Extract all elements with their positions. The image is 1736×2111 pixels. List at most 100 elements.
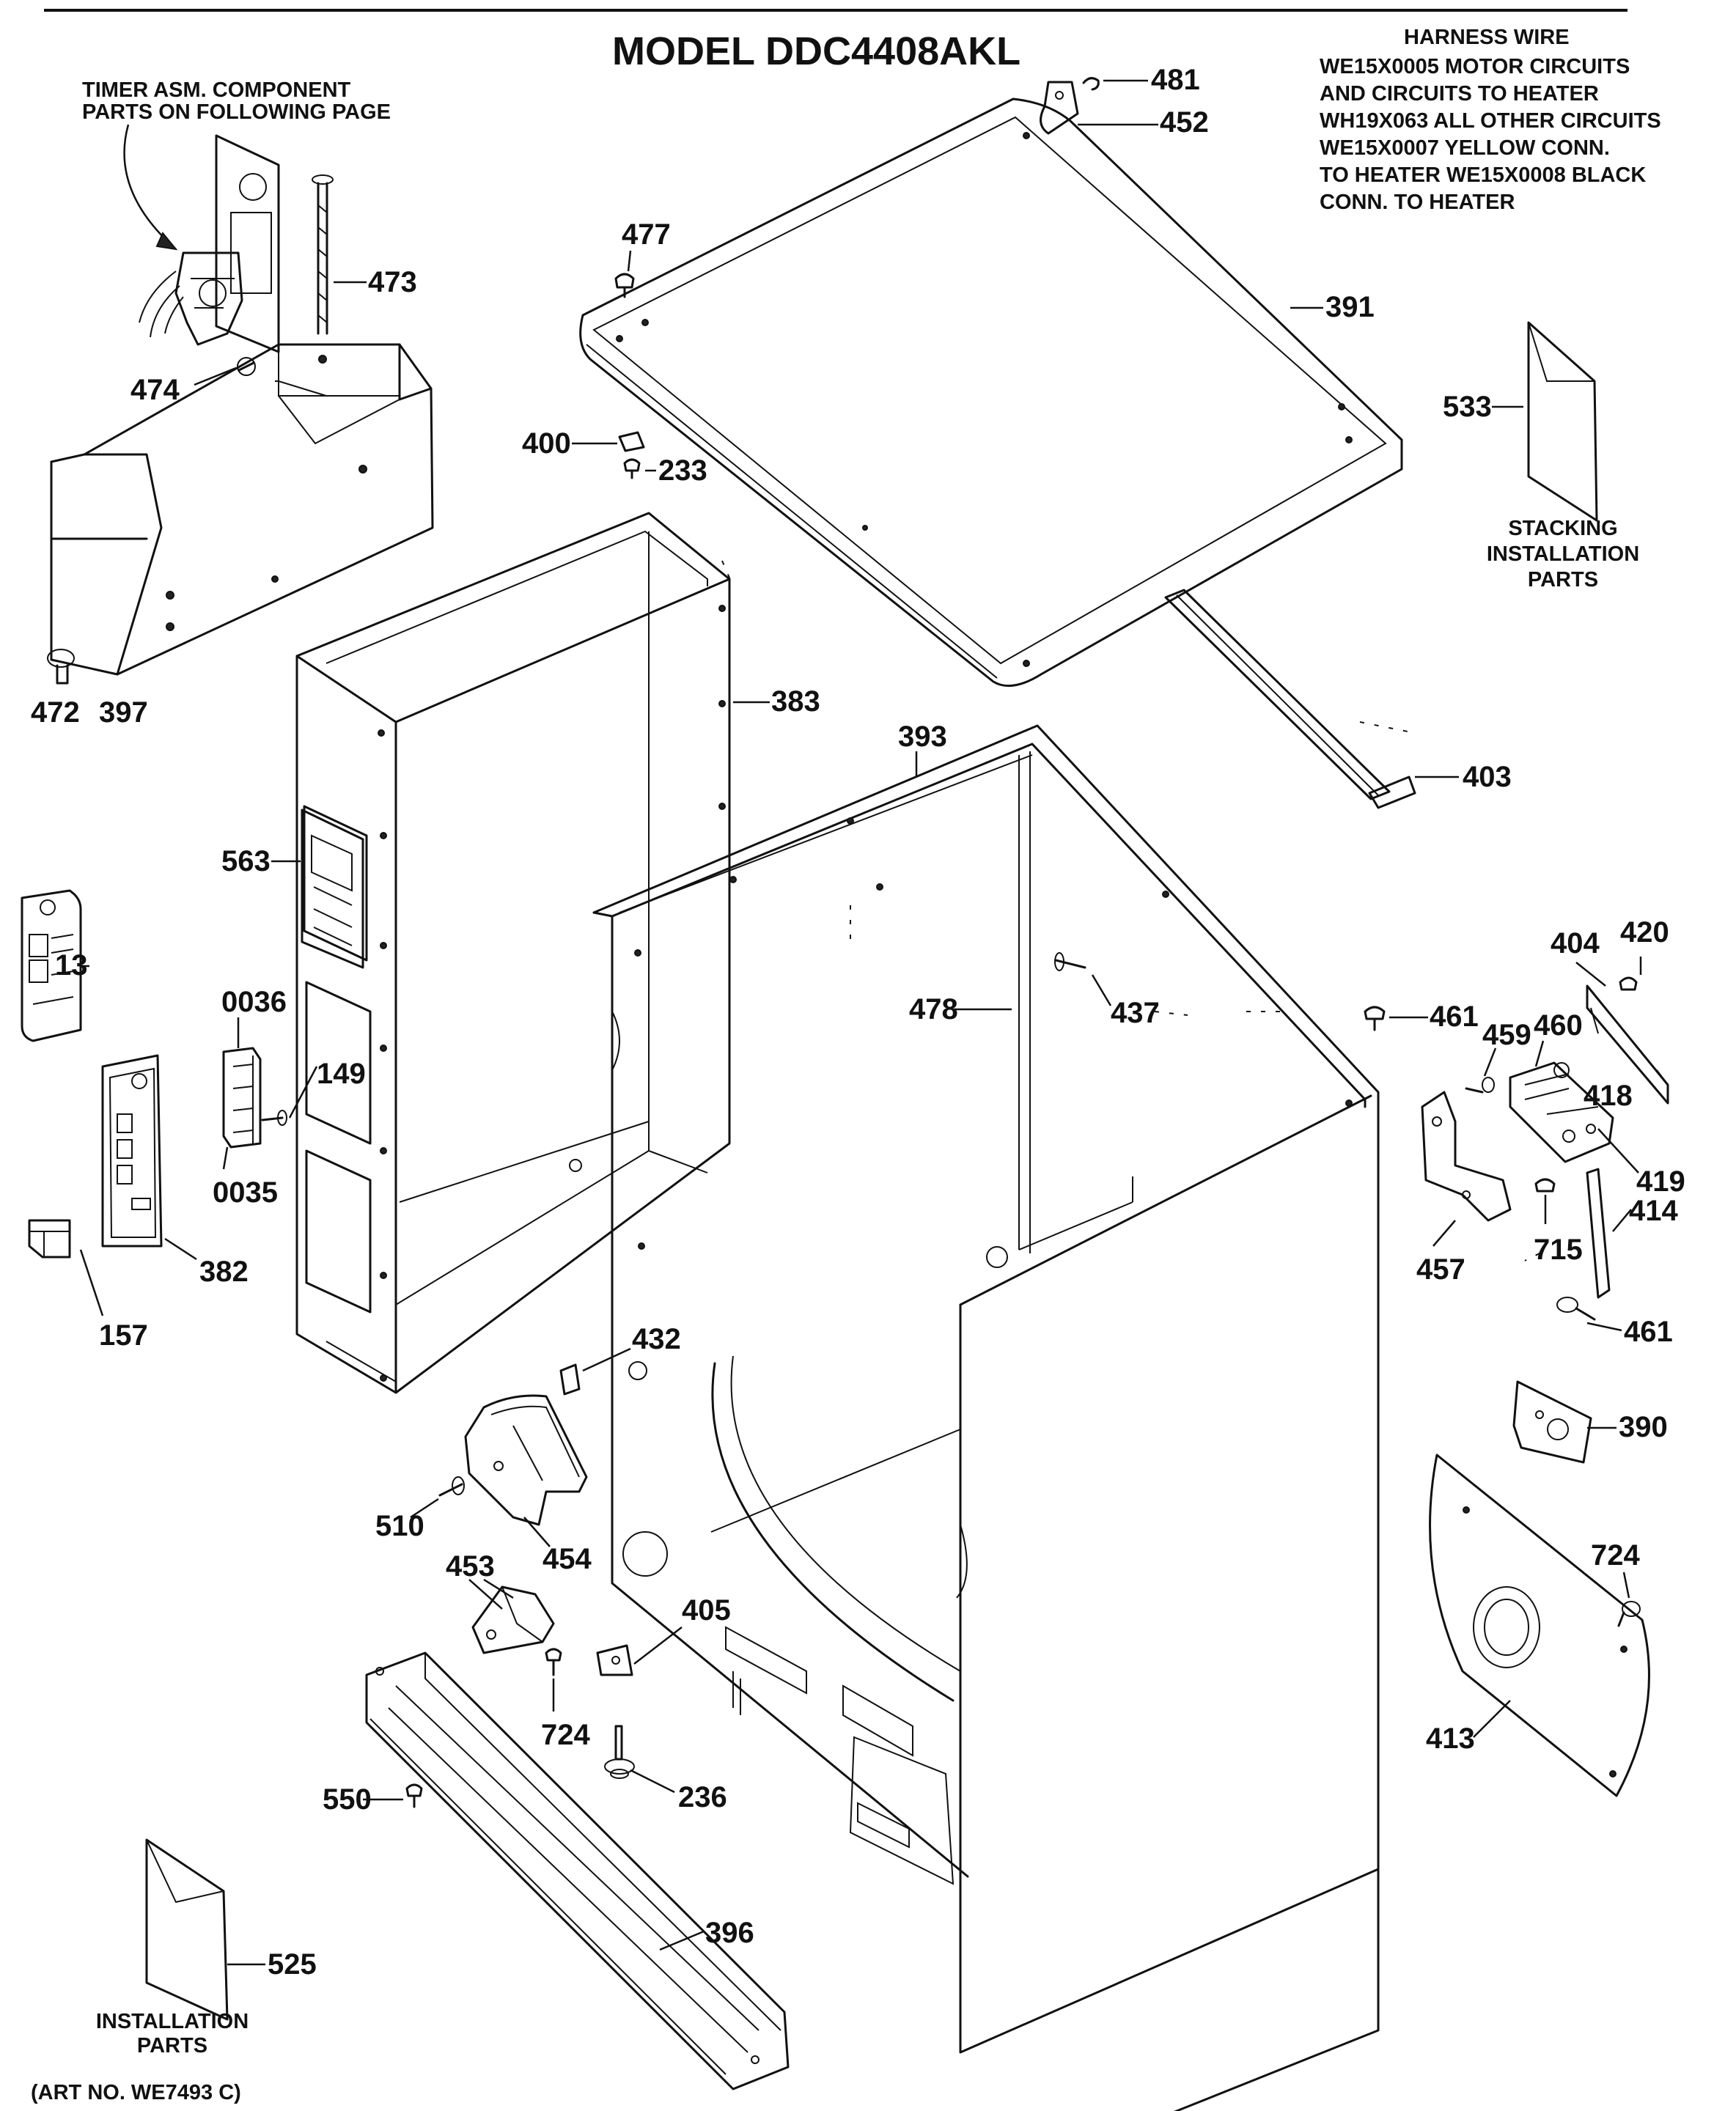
- leader-454: [523, 1517, 551, 1547]
- part-label: 461: [1624, 1316, 1673, 1348]
- timer-note-line-2: PARTS ON FOLLOWING PAGE: [82, 100, 391, 124]
- top-panel-391: [579, 97, 1403, 688]
- timer-note-arrow: [123, 124, 177, 250]
- part-label: 419: [1636, 1165, 1685, 1198]
- part-label: 393: [898, 721, 947, 753]
- harness-note-line-7: CONN. TO HEATER: [1320, 191, 1515, 214]
- control-decal-13: [21, 889, 82, 1042]
- harness-note-line-2: WE15X0005 MOTOR CIRCUITS: [1320, 55, 1630, 78]
- part-label: 403: [1463, 761, 1512, 793]
- leader-510: [410, 1497, 439, 1519]
- installation-note: INSTALLATION PARTS: [96, 2010, 249, 2057]
- part-label: 563: [221, 845, 271, 877]
- clip-400: [618, 431, 645, 452]
- timer-note: TIMER ASM. COMPONENT PARTS ON FOLLOWING …: [82, 78, 391, 124]
- screw-420: [1619, 976, 1638, 991]
- leader-460: [1534, 1040, 1545, 1067]
- screw-437: [1054, 952, 1086, 971]
- installation-note-line-2: PARTS: [137, 2034, 207, 2057]
- clip-432: [559, 1363, 581, 1396]
- part-label: 396: [705, 1917, 754, 1949]
- nameplate-563: [301, 808, 364, 969]
- part-label: 397: [99, 696, 148, 729]
- leader-453: [468, 1578, 514, 1610]
- leader-461-lower: [1586, 1322, 1622, 1332]
- part-label: 149: [317, 1058, 366, 1090]
- part-label: 724: [541, 1719, 590, 1751]
- part-label: 236: [678, 1781, 727, 1813]
- hinge-453: [471, 1585, 555, 1654]
- screw-461-lower: [1556, 1297, 1596, 1321]
- leader-437: [1091, 974, 1112, 1006]
- toe-kick-396: [365, 1651, 790, 2090]
- stacking-parts-bag: [1527, 321, 1598, 522]
- installation-parts-bag: [145, 1838, 229, 2021]
- harness-note-line-4: WH19X063 ALL OTHER CIRCUITS: [1320, 109, 1661, 133]
- leader-419: [1597, 1128, 1639, 1174]
- rear-panel-413: [1429, 1454, 1650, 1797]
- timer-assembly: [139, 251, 243, 346]
- part-label: 0035: [213, 1176, 278, 1209]
- leader-404: [1575, 962, 1606, 987]
- part-label: 453: [446, 1550, 495, 1583]
- installation-note-line-1: INSTALLATION: [96, 2010, 249, 2033]
- harness-note-line-3: AND CIRCUITS TO HEATER: [1320, 82, 1599, 106]
- terminal-block-418-419: [1509, 1061, 1614, 1163]
- leader-382: [164, 1237, 197, 1261]
- harness-note-line-5: WE15X0007 YELLOW CONN.: [1320, 136, 1610, 160]
- part-label: 414: [1629, 1195, 1678, 1227]
- part-label: 404: [1551, 927, 1600, 959]
- part-label: 525: [268, 1948, 317, 1981]
- control-panel-383: [295, 512, 731, 1394]
- part-label: 477: [622, 218, 671, 251]
- strap-414: [1586, 1168, 1611, 1299]
- part-label: 418: [1584, 1080, 1633, 1112]
- screw-461-upper: [1364, 1006, 1386, 1031]
- part-label: 533: [1443, 391, 1492, 423]
- part-label: 157: [99, 1319, 148, 1352]
- leader-149: [288, 1066, 318, 1119]
- leader-0035: [222, 1146, 229, 1170]
- rail-403: [1164, 589, 1416, 809]
- leader-414: [1612, 1209, 1632, 1232]
- part-label: 432: [632, 1323, 681, 1355]
- screw-481: [1082, 77, 1100, 91]
- screw-550: [405, 1783, 423, 1808]
- part-label: 233: [658, 454, 707, 487]
- assembly-hint-lines: [721, 560, 1540, 1261]
- screw-715: [1534, 1178, 1556, 1193]
- bracket-404: [1586, 984, 1669, 1105]
- part-label: 473: [368, 266, 417, 298]
- leader-413: [1473, 1700, 1511, 1738]
- screw-472: [47, 649, 75, 685]
- timer-note-arrowhead: [155, 232, 178, 251]
- harness-note-line-1: HARNESS WIRE: [1404, 26, 1570, 49]
- part-label: 0036: [221, 986, 287, 1018]
- part-label: 13: [55, 949, 88, 981]
- part-label: 390: [1619, 1411, 1668, 1443]
- leader-157: [79, 1249, 104, 1316]
- push-switch-0035-0036: [222, 1047, 262, 1149]
- stacking-note-line-2: INSTALLATION: [1487, 542, 1639, 566]
- part-label: 437: [1111, 997, 1160, 1029]
- part-label: 382: [199, 1256, 249, 1288]
- leader-457: [1432, 1220, 1456, 1247]
- part-label: 472: [31, 696, 80, 729]
- art-number: (ART NO. WE7493 C): [31, 2081, 241, 2104]
- door-switch-157: [28, 1219, 71, 1259]
- part-label: 724: [1591, 1539, 1640, 1572]
- part-label: 461: [1430, 1001, 1479, 1033]
- part-label: 420: [1620, 916, 1669, 948]
- part-label: 400: [522, 427, 571, 460]
- part-label: 457: [1416, 1253, 1465, 1286]
- control-housing-397: [50, 343, 434, 676]
- cover-plate-390: [1512, 1380, 1592, 1464]
- leader-724-right: [1622, 1572, 1630, 1599]
- part-label: 550: [323, 1783, 372, 1816]
- part-label: 452: [1160, 106, 1209, 139]
- part-label: 474: [130, 374, 180, 406]
- leader-405: [633, 1626, 683, 1665]
- screw-510: [438, 1476, 465, 1497]
- part-label: 715: [1534, 1234, 1583, 1266]
- hinge-bracket-452: [1040, 81, 1079, 135]
